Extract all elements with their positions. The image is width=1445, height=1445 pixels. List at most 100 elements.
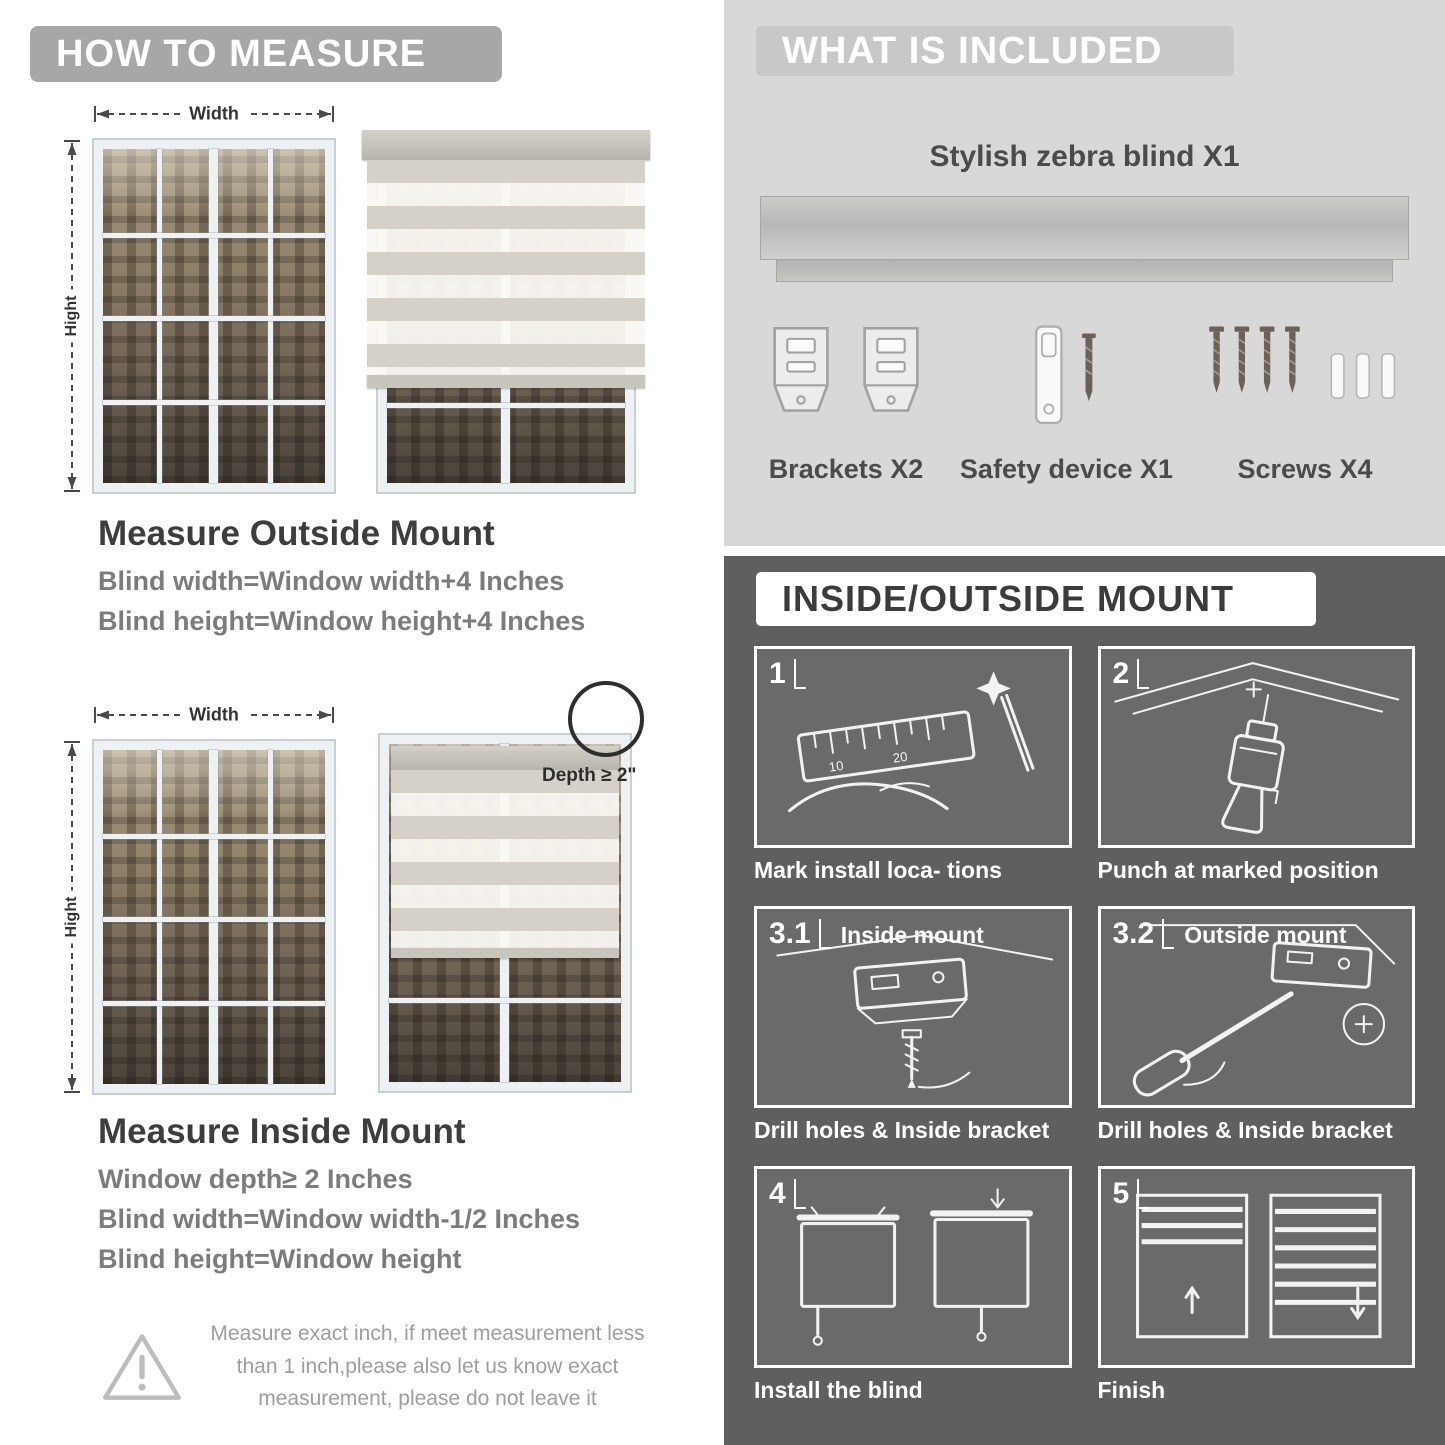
step-number: 3.1 (769, 917, 811, 950)
width-arrow: Width (94, 703, 334, 727)
screw-icon (1082, 333, 1097, 402)
outside-width-formula: Blind width=Window width+4 Inches (98, 566, 565, 596)
step-5: 5 (1097, 1166, 1415, 1404)
outside-height-formula: Blind height=Window height+4 Inches (98, 606, 586, 636)
window-illustration (94, 140, 334, 492)
step-1-panel: 1 10 (754, 646, 1072, 848)
width-arrow: Width (94, 102, 334, 126)
step-3-2-caption: Drill holes & Inside bracket (1097, 1117, 1393, 1143)
step-number: 4 (769, 1177, 786, 1210)
step-2: 2 (1097, 646, 1415, 884)
install-blind-art (796, 1188, 1033, 1346)
step-3-2-title: Outside mount (1184, 922, 1347, 948)
step-4-panel: 4 (754, 1166, 1072, 1368)
inside-height-formula: Blind height=Window height (98, 1244, 462, 1274)
outside-bracket-art (1132, 924, 1395, 1097)
step-number: 1 (769, 657, 786, 690)
height-arrow-line (64, 741, 80, 1093)
headrail-valance (776, 260, 1393, 282)
step-3-2-panel: 3.2 Outside mount (1097, 906, 1415, 1108)
step-3-1-caption: Drill holes & Inside bracket (754, 1117, 1050, 1143)
step-4-number-group: 4 (769, 1179, 806, 1209)
brackets-label: Brackets X2 (768, 454, 924, 484)
width-arrow-line (94, 106, 334, 122)
safety-device-icon (1035, 325, 1097, 424)
inside-mount-figure: Width Hight (30, 681, 680, 1095)
width-label: Width (181, 102, 247, 126)
corner-mark (818, 919, 831, 949)
step-3-2-number-group: 3.2 Outside mount (1113, 919, 1347, 949)
safety-device-label: Safety device X1 (959, 454, 1174, 484)
how-to-measure-title: HOW TO MEASURE (56, 32, 427, 75)
included-item-screws: Screws X4 (1205, 322, 1405, 485)
drill-art (1113, 662, 1399, 834)
what-is-included-header: WHAT IS INCLUDED (756, 26, 1234, 76)
height-label: Hight (62, 890, 82, 944)
how-to-measure-header: HOW TO MEASURE (30, 26, 502, 82)
width-label: Width (181, 703, 247, 727)
step-number: 2 (1112, 657, 1130, 690)
step-2-panel: 2 (1097, 646, 1415, 848)
svg-text:20: 20 (892, 749, 909, 766)
zebra-blind-illustration (391, 746, 619, 958)
measure-mark-art: 10 20 (787, 671, 1035, 813)
warning-triangle-icon (103, 1334, 181, 1400)
mount-title: INSIDE/OUTSIDE MOUNT (782, 578, 1235, 619)
window-mullion (103, 232, 325, 238)
height-arrow: Hight (62, 741, 82, 1093)
blind-cassette (362, 130, 650, 160)
step-1-caption: Mark install loca- tions (754, 857, 1002, 883)
corner-mark (1162, 919, 1175, 949)
zebra-blind-illustration (362, 130, 650, 388)
step-1-number-group: 1 (769, 659, 806, 689)
how-to-measure-section: HOW TO MEASURE Width Hight (0, 0, 712, 1445)
window-mullion (103, 316, 325, 321)
blind-stripes (367, 160, 645, 375)
blind-cassette (391, 746, 619, 770)
inside-depth-rule: Window depth≥ 2 Inches (98, 1164, 413, 1194)
bracket-icon (863, 327, 919, 412)
step-5-caption: Finish (1097, 1377, 1166, 1403)
what-is-included-title: WHAT IS INCLUDED (782, 29, 1163, 72)
included-item-safety-device: Safety device X1 (960, 322, 1173, 485)
step-4-caption: Install the blind (754, 1377, 923, 1403)
right-column: WHAT IS INCLUDED Stylish zebra blind X1 (724, 0, 1445, 1445)
height-label: Hight (62, 289, 82, 343)
step-4: 4 (754, 1166, 1072, 1404)
window-mullion (103, 917, 325, 922)
window-mullion (103, 399, 325, 405)
step-2-number-group: 2 (1113, 659, 1150, 689)
what-is-included-section: WHAT IS INCLUDED Stylish zebra blind X1 (724, 0, 1445, 546)
outside-mount-figure: Width Hight (30, 100, 680, 500)
blind-bottom-rail (391, 948, 619, 958)
step-number: 5 (1112, 1177, 1130, 1210)
step-1: 1 10 (754, 646, 1072, 884)
window-mullion (103, 1000, 325, 1006)
window-mullion (387, 403, 625, 408)
mount-steps: 1 10 (754, 646, 1415, 1404)
zebra-blind-headrail (760, 196, 1409, 282)
step-3-1-panel: 3.1 Inside mount (754, 906, 1072, 1108)
inside-bracket-art (776, 934, 1054, 1089)
measurement-note: Measure exact inch, if meet measurement … (100, 1318, 645, 1416)
window-mullion (103, 833, 325, 839)
corner-mark (1137, 659, 1150, 689)
blind-outside-illustration (362, 130, 650, 492)
product-name: Stylish zebra blind X1 (929, 140, 1240, 173)
step-3-1: 3.1 Inside mount (754, 906, 1072, 1144)
screws-art (1205, 322, 1405, 440)
blind-bottom-rail (367, 375, 645, 388)
corner-mark (793, 1179, 806, 1209)
brackets-art (764, 322, 928, 440)
wall-anchor-icon (1330, 353, 1396, 399)
screws-icon (1208, 325, 1396, 399)
finish-art (1135, 1193, 1382, 1339)
headrail-bar (760, 196, 1409, 260)
height-arrow-line (64, 140, 80, 492)
step-2-caption: Punch at marked position (1097, 857, 1379, 883)
step-3-2: 3.2 Outside mount (1097, 906, 1415, 1144)
step-number: 3.2 (1112, 917, 1155, 950)
inside-outside-mount-section: INSIDE/OUTSIDE MOUNT 1 (724, 556, 1445, 1445)
depth-label: Depth ≥ 2" (542, 765, 637, 786)
mount-header: INSIDE/OUTSIDE MOUNT (756, 572, 1316, 626)
